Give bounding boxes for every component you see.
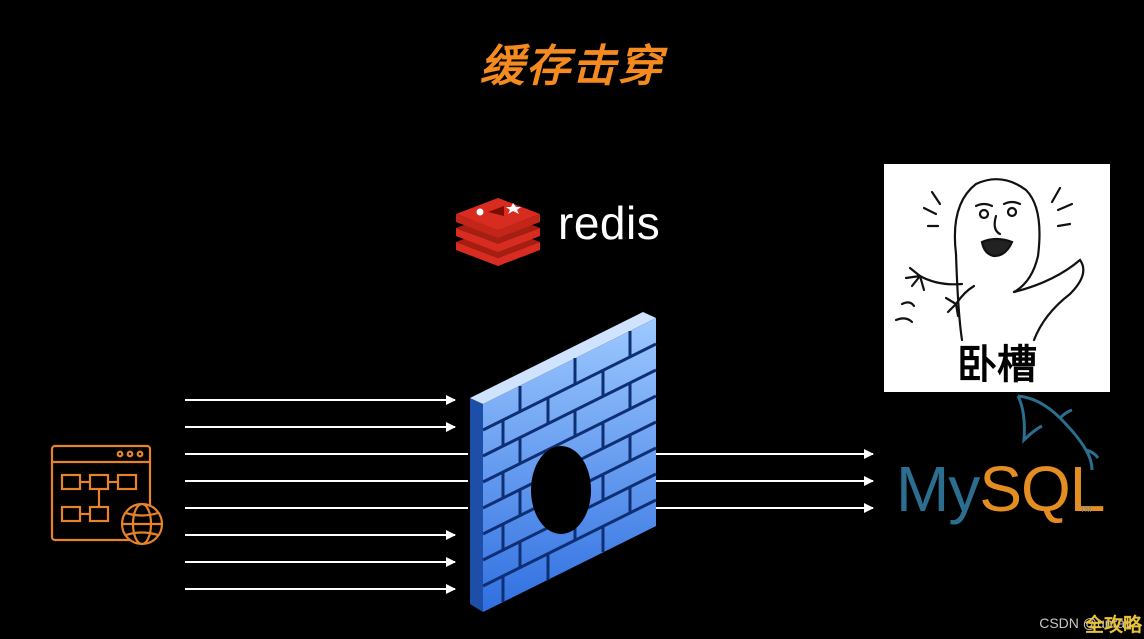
mysql-label-sql: SQL (979, 453, 1105, 525)
page-title: 缓存击穿 (480, 41, 664, 92)
mysql-label-my: My (896, 453, 980, 525)
brick-firewall-with-hole-icon (470, 312, 657, 612)
mysql-trademark: TM (1080, 505, 1092, 514)
passing-request-arrows (656, 449, 874, 513)
application-web-client-icon (50, 444, 164, 546)
watermark-text: CSDN @unrav (1039, 615, 1132, 631)
redis-label: redis (558, 197, 661, 249)
watermark-badge: 全攻略 (1084, 614, 1142, 636)
mysql-label: MySQL (896, 452, 1105, 526)
meme-card: 卧槽 (884, 164, 1110, 392)
meme-caption: 卧槽 (957, 342, 1037, 388)
shocked-face-meme-icon (894, 178, 1085, 342)
dolphin-icon (1016, 394, 1100, 471)
redis-logo-icon (456, 198, 540, 266)
firewall-hole (531, 446, 591, 534)
incoming-request-arrows (185, 395, 468, 594)
